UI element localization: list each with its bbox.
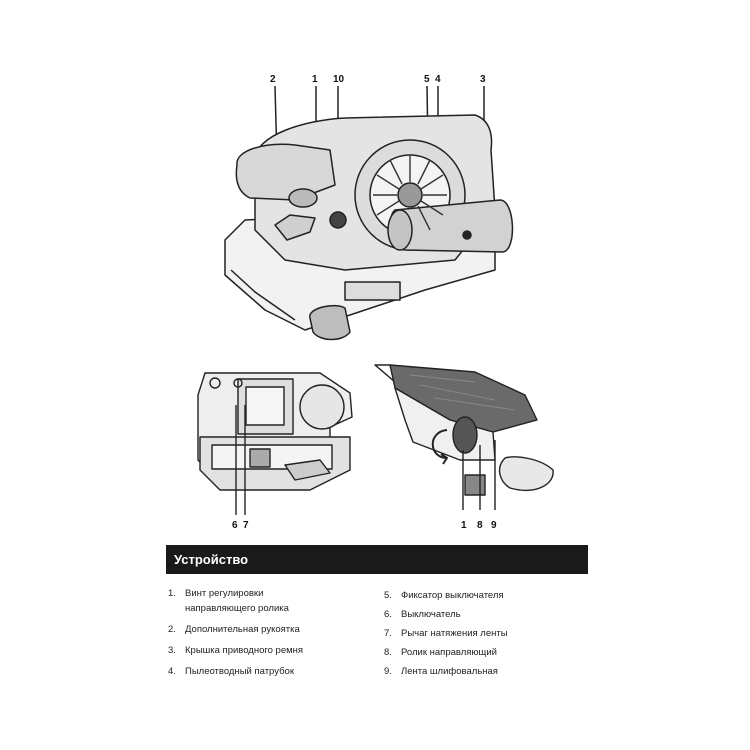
callout-1: 1 [312, 74, 318, 85]
list-item: 2. Дополнительная рукоятка [168, 622, 368, 637]
item-number: 9. [384, 666, 392, 677]
list-item: 3. Крышка приводного ремня [168, 643, 368, 658]
list-item: 8. Ролик направляющий [384, 645, 584, 660]
item-text: Рычаг натяжения ленты [401, 628, 508, 639]
item-number: 8. [384, 647, 392, 658]
list-item: 6. Выключатель [384, 607, 584, 622]
item-text: Выключатель [401, 609, 461, 620]
list-item: 1. Винт регулировки направляющего ролика [168, 586, 368, 616]
item-number: 2. [168, 624, 176, 635]
callout-9: 9 [491, 520, 497, 531]
item-number: 7. [384, 628, 392, 639]
callout-10: 10 [333, 74, 345, 85]
item-number: 5. [384, 590, 392, 601]
item-text: Пылеотводный патрубок [185, 666, 294, 677]
parts-list-left: 1. Винт регулировки направляющего ролика… [168, 586, 368, 685]
item-number: 4. [168, 666, 176, 677]
item-number: 6. [384, 609, 392, 620]
item-text: Винт регулировки направляющего ролика [185, 588, 289, 614]
list-item: 7. Рычаг натяжения ленты [384, 626, 584, 641]
belt-sander-main-illustration [224, 85, 514, 341]
list-item: 5. Фиксатор выключателя [384, 588, 584, 603]
callout-4: 4 [435, 74, 441, 85]
callout-3: 3 [480, 74, 486, 85]
item-text: Фиксатор выключателя [401, 590, 504, 601]
belt-sander-rear-illustration [197, 372, 353, 515]
callout-7: 7 [243, 520, 249, 531]
list-item: 4. Пылеотводный патрубок [168, 664, 368, 679]
item-text: Крышка приводного ремня [185, 645, 304, 656]
item-number: 1. [168, 588, 176, 599]
section-banner: Устройство [166, 545, 588, 574]
callout-6: 6 [232, 520, 238, 531]
belt-sander-side-illustration [374, 364, 554, 510]
item-text: Дополнительная рукоятка [185, 624, 300, 635]
callout-2: 2 [270, 74, 276, 85]
parts-list-right: 5. Фиксатор выключателя 6. Выключатель 7… [384, 588, 584, 683]
item-text: Ролик направляющий [401, 647, 497, 658]
section-title: Устройство [174, 552, 249, 567]
item-number: 3. [168, 645, 176, 656]
callout-1-bottom: 1 [461, 520, 467, 531]
list-item: 9. Лента шлифовальная [384, 664, 584, 679]
item-text: Лента шлифовальная [401, 666, 498, 677]
callout-8: 8 [477, 520, 483, 531]
callout-5: 5 [424, 74, 430, 85]
